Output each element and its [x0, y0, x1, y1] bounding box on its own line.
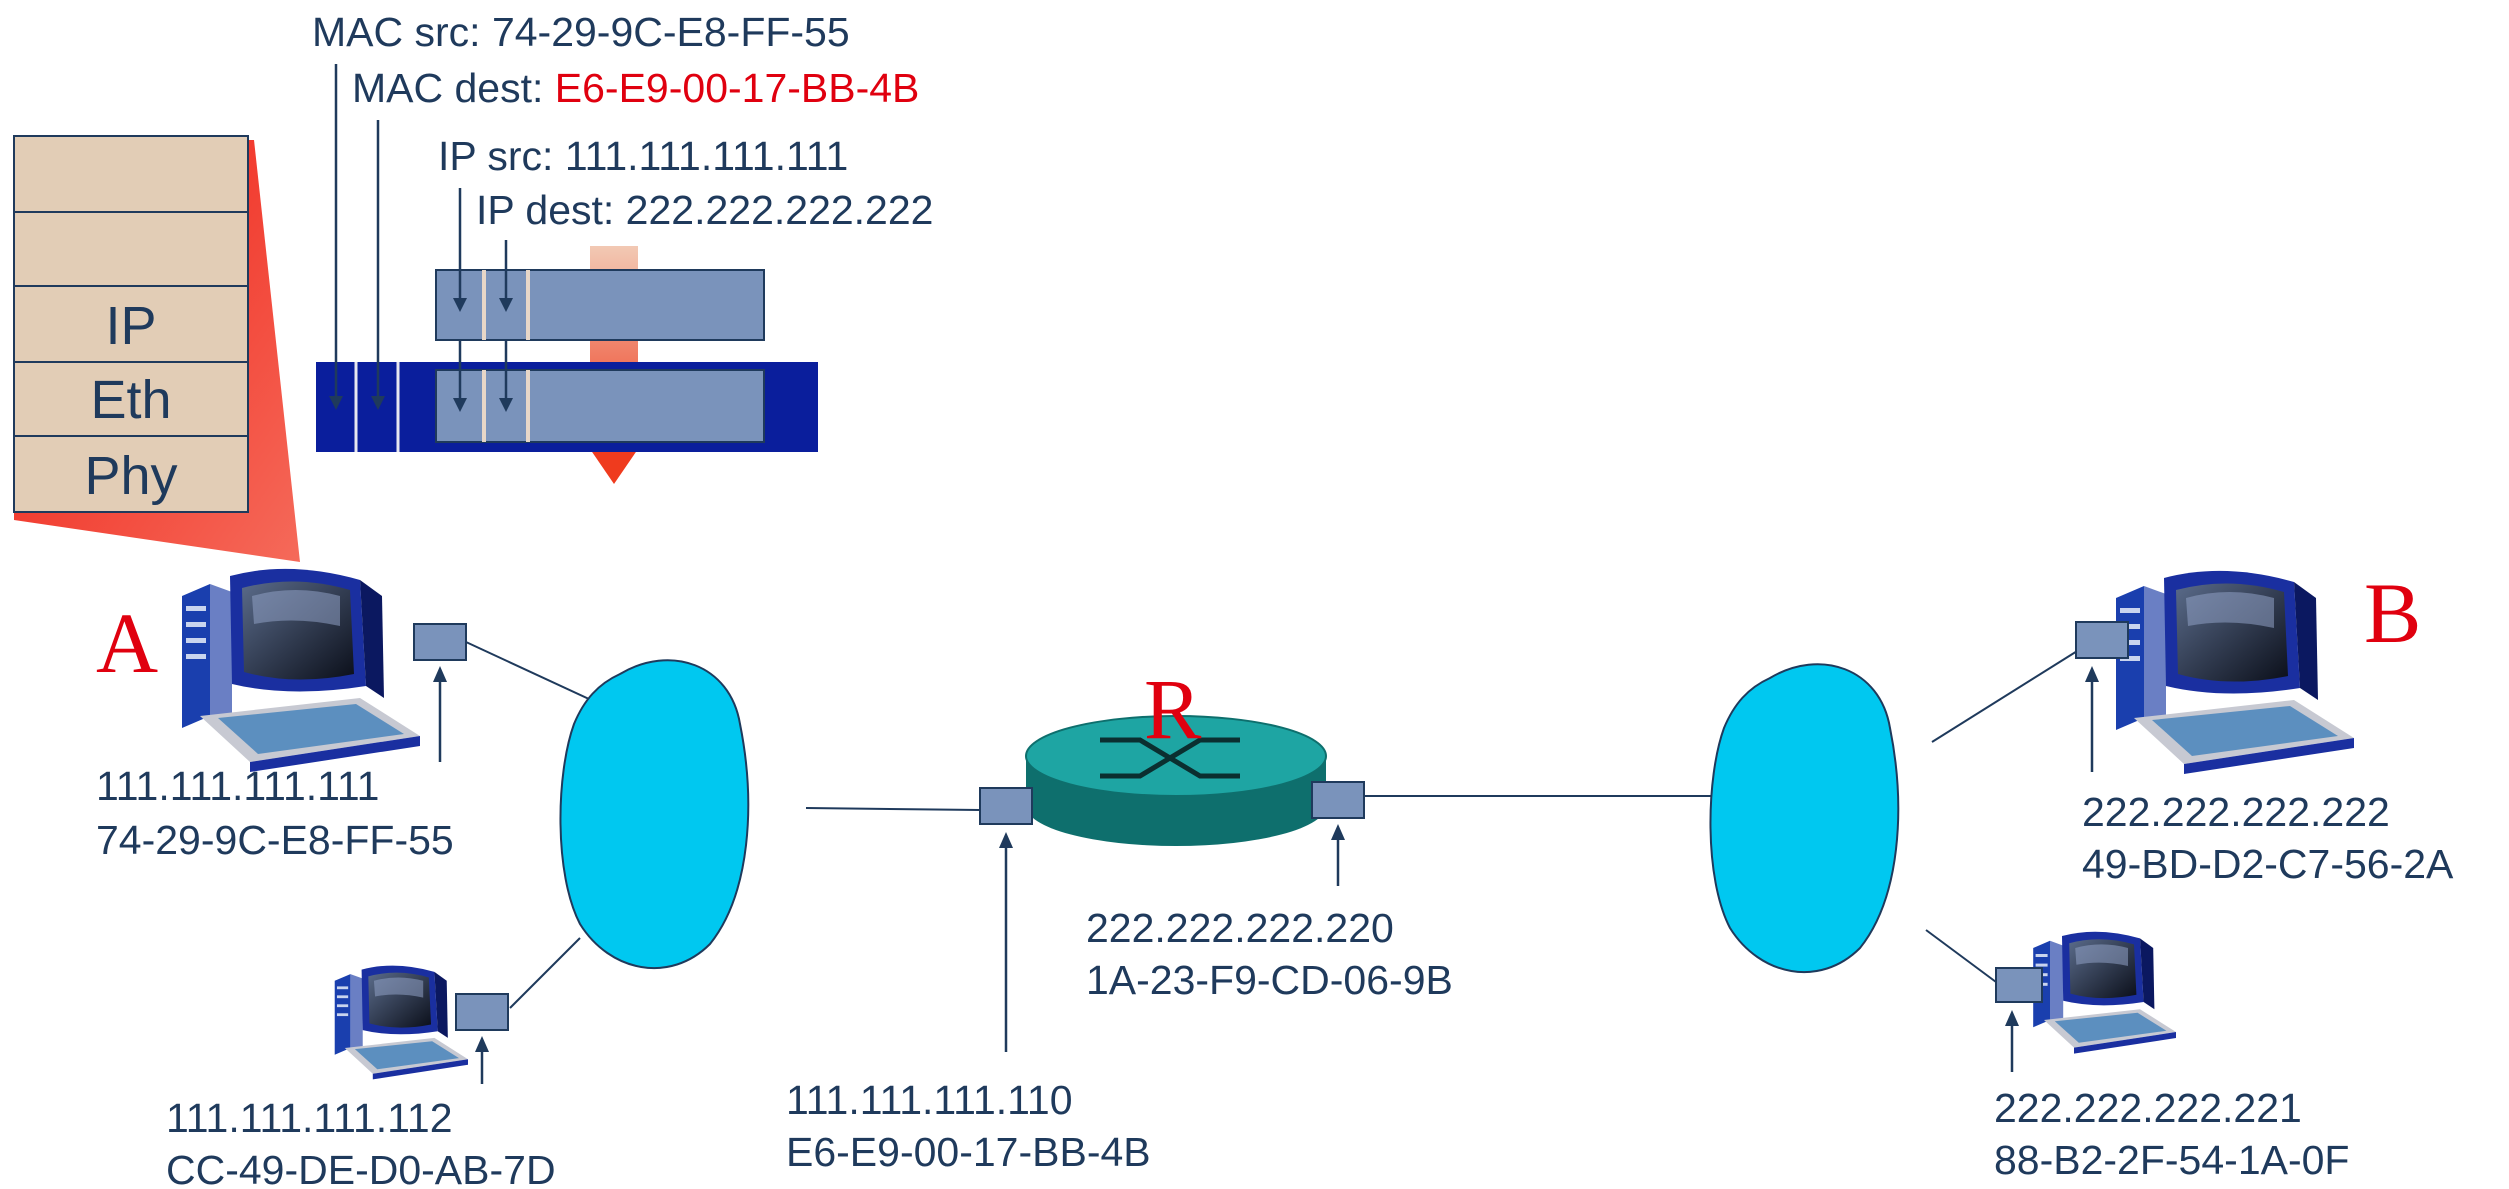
stack-frame	[13, 135, 249, 513]
network-links	[465, 641, 2083, 1009]
encapsulation-graphic	[316, 246, 818, 484]
host-A-ip: 111.111.111.111	[96, 763, 379, 809]
ip-dest-label: IP dest: 222.222.222.222	[476, 187, 933, 233]
host-A2-mac: CC-49-DE-D0-AB-7D	[166, 1147, 556, 1189]
host-B-ip: 222.222.222.222	[2082, 789, 2390, 835]
host-A2-ip: 111.111.111.112	[166, 1095, 453, 1141]
host-B[interactable]: B 222.222.222.222 49-BD-D2-C7-56-2A	[2075, 565, 2454, 887]
host-A[interactable]: A 111.111.111.111 74-29-9C-E8-FF-55	[96, 568, 467, 863]
router-right-mac: 1A-23-F9-CD-06-9B	[1086, 957, 1453, 1003]
host-A2[interactable]: 111.111.111.112 CC-49-DE-D0-AB-7D	[166, 965, 556, 1189]
stack-layer-ip: IP	[105, 296, 156, 356]
ethernet-payload	[435, 369, 765, 443]
router-right-ip: 222.222.222.220	[1086, 905, 1394, 951]
mac-dest-label: MAC dest: E6-E9-00-17-BB-4B	[352, 65, 919, 111]
router-name: R	[1144, 661, 1202, 757]
router-left-adapter[interactable]	[979, 787, 1033, 825]
host-B2-computer-icon	[2033, 931, 2176, 1054]
host-B2-mac: 88-B2-2F-54-1A-0F	[1994, 1137, 2349, 1183]
stack-layer-phy: Phy	[84, 446, 177, 506]
protocol-stack: IP Eth Phy	[13, 135, 300, 562]
encap-arrow-head	[588, 446, 640, 484]
host-B2-adapter[interactable]	[1995, 967, 2043, 1003]
host-A2-computer-icon	[334, 965, 468, 1080]
router-right-adapter[interactable]	[1311, 781, 1365, 819]
host-B-adapter[interactable]	[2075, 621, 2129, 659]
ip-datagram	[435, 269, 765, 341]
host-A-computer-icon	[182, 568, 420, 772]
host-B-name: B	[2364, 565, 2421, 661]
stack-layer-eth: Eth	[90, 370, 171, 430]
host-A-mac: 74-29-9C-E8-FF-55	[96, 817, 454, 863]
mac-src-label: MAC src: 74-29-9C-E8-FF-55	[312, 9, 850, 55]
host-B-mac: 49-BD-D2-C7-56-2A	[2082, 841, 2454, 887]
router-R[interactable]: R 222.222.222.220 1A-23-F9-CD-06-9B 111.…	[786, 661, 1453, 1175]
subnet-cloud-left	[559, 659, 750, 970]
host-B-computer-icon	[2116, 570, 2354, 774]
router-left-ip: 111.111.111.110	[786, 1077, 1073, 1123]
host-B2-ip: 222.222.222.221	[1994, 1085, 2302, 1131]
host-A-name: A	[96, 595, 158, 691]
mac-dest-value: E6-E9-00-17-BB-4B	[555, 65, 920, 111]
router-cross-arrows-icon	[1100, 737, 1240, 779]
header-labels: MAC src: 74-29-9C-E8-FF-55 MAC dest: E6-…	[312, 9, 933, 412]
router-left-mac: E6-E9-00-17-BB-4B	[786, 1129, 1151, 1175]
host-A-adapter[interactable]	[413, 623, 467, 661]
ip-src-label: IP src: 111.111.111.111	[438, 133, 848, 179]
subnet-cloud-right	[1709, 663, 1900, 974]
host-A2-adapter[interactable]	[455, 993, 509, 1031]
host-B2[interactable]: 222.222.222.221 88-B2-2F-54-1A-0F	[1994, 931, 2349, 1183]
